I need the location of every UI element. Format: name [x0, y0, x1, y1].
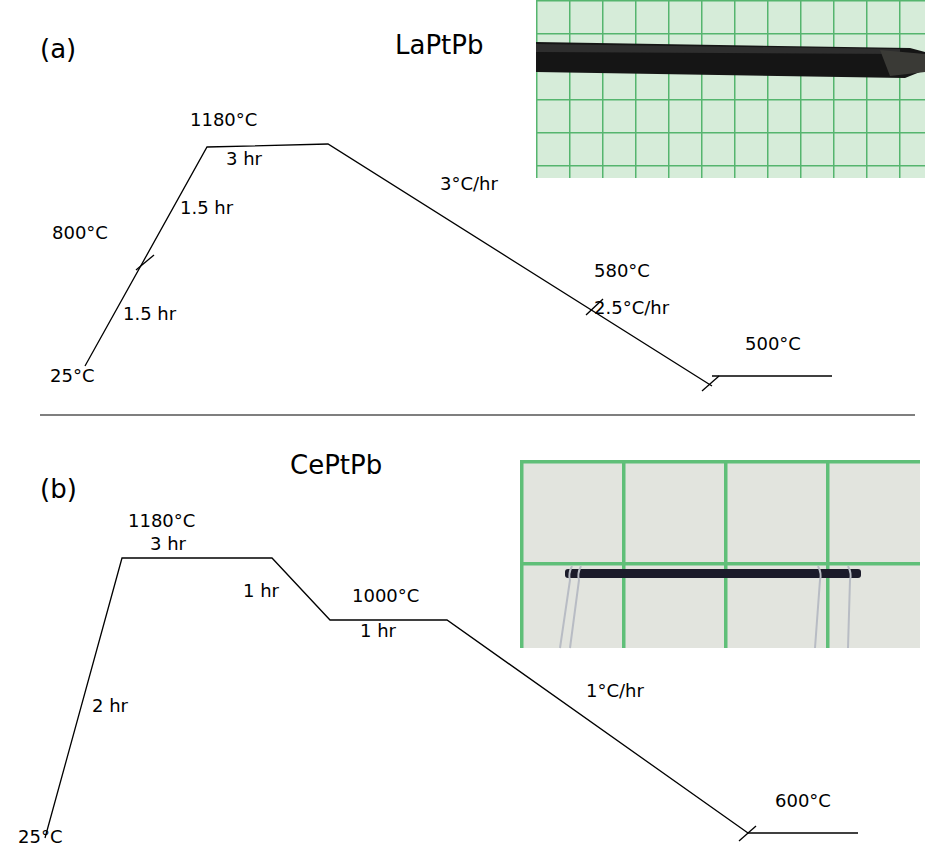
temperature-label: 1000°C: [352, 587, 419, 605]
panel-letter: (a): [40, 36, 76, 62]
temperature-label: 25°C: [18, 828, 62, 846]
crystal-photo-a: [536, 0, 925, 178]
temperature-label: 800°C: [52, 224, 108, 242]
duration-label: 1 hr: [243, 582, 279, 600]
duration-label: 1 hr: [360, 622, 396, 640]
separator: [40, 414, 915, 415]
duration-label: 1.5 hr: [180, 199, 233, 217]
rate-label: 1°C/hr: [586, 682, 644, 700]
duration-label: 1.5 hr: [123, 305, 176, 323]
duration-label: 3 hr: [150, 535, 186, 553]
temperature-label: 25°C: [50, 367, 94, 385]
rate-label: 3°C/hr: [440, 175, 498, 193]
temperature-profile-a: [85, 144, 832, 391]
temperature-label: 600°C: [775, 792, 831, 810]
panel-letter: (b): [40, 476, 77, 502]
crystal-photo-b: [520, 460, 920, 648]
panel-title: CePtPb: [290, 452, 382, 478]
temperature-label: 1180°C: [128, 512, 195, 530]
duration-label: 3 hr: [226, 150, 262, 168]
panel-title: LaPtPb: [395, 32, 483, 58]
duration-label: 2 hr: [92, 697, 128, 715]
temperature-label: 500°C: [745, 335, 801, 353]
rate-label: 2.5°C/hr: [594, 299, 669, 317]
temperature-label: 580°C: [594, 262, 650, 280]
temperature-label: 1180°C: [190, 111, 257, 129]
